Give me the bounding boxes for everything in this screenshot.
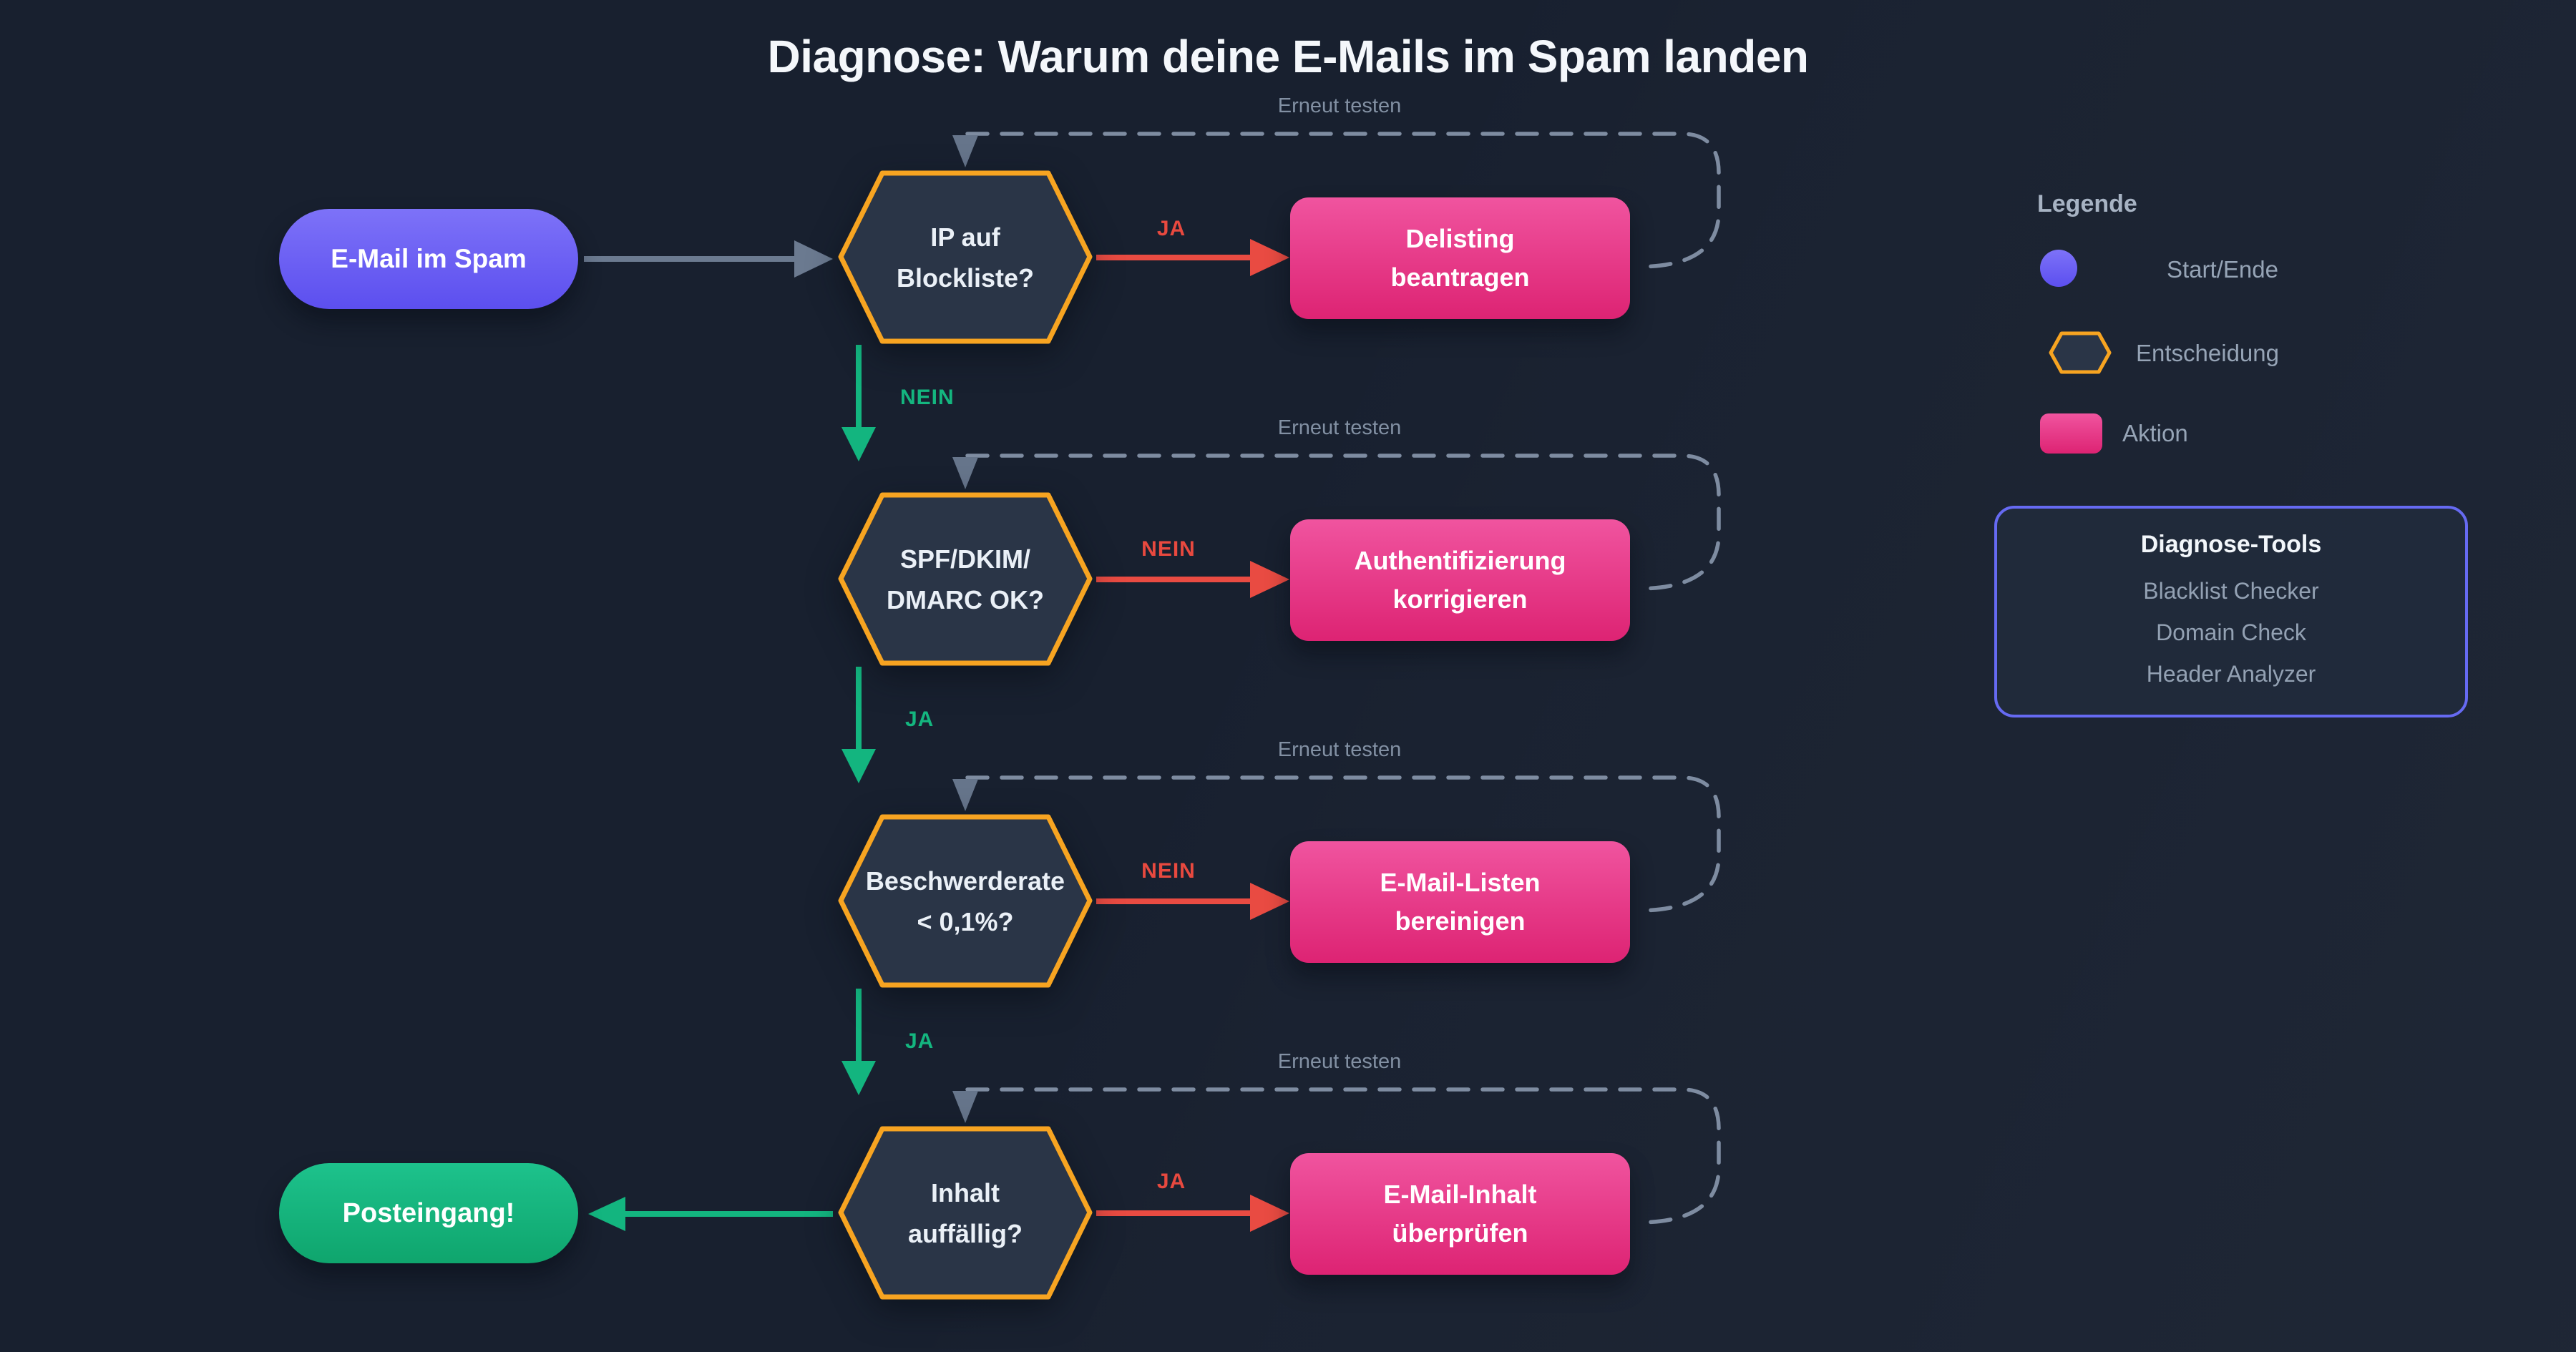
retry-label-3: Erneut testen [1277,738,1402,761]
tool-item-header-analyzer: Header Analyzer [2146,660,2316,687]
tools-panel: Diagnose-Tools Blacklist Checker Domain … [1994,506,2468,717]
hexagon-shape [838,170,1093,344]
action-node-3: E-Mail-Listen bereinigen [1290,841,1630,963]
decision-2-line1: SPF/DKIM/ [899,544,1030,574]
action-1-line2: beantragen [1390,263,1530,292]
decision2-right-arrow [1096,561,1289,598]
decision-3-line2: < 0,1%? [917,906,1014,936]
tool-item-domain-check: Domain Check [2156,619,2306,645]
decision-1-line1: IP auf [930,222,1000,252]
decision2-down-arrow [841,667,876,783]
decision-4-line1: Inhalt [931,1177,1000,1208]
decision-node-3: Beschwerderate < 0,1%? [838,813,1093,989]
start-node-label: E-Mail im Spam [331,244,527,273]
decision-2-line2: DMARC OK? [887,584,1044,614]
branch-label-d1-right: JA [1156,217,1186,240]
action-2-line1: Authentifizierung [1354,546,1566,575]
start-arrow [584,240,833,278]
retry-label-2: Erneut testen [1277,416,1402,439]
action-1-line1: Delisting [1405,224,1515,253]
decision4-right-arrow [1096,1195,1289,1232]
retry-label-1: Erneut testen [1277,94,1402,117]
action-3-line2: bereinigen [1395,906,1526,936]
hexagon-shape [838,814,1093,988]
legend-item-entscheidung: Entscheidung [2136,340,2279,366]
decision-node-4: Inhalt auffällig? [838,1125,1093,1300]
decision-4-line2: auffällig? [908,1218,1023,1248]
tool-item-blacklist-checker: Blacklist Checker [2143,577,2319,604]
decision4-left-arrow [588,1197,833,1231]
legend-action-swatch [2040,413,2102,454]
decision1-down-arrow [841,345,876,461]
branch-label-d2-down: JA [905,707,935,731]
action-4-line1: E-Mail-Inhalt [1383,1180,1537,1209]
hexagon-shape [838,492,1093,666]
legend-item-start-ende: Start/Ende [2167,256,2278,283]
retry-label-4: Erneut testen [1277,1050,1402,1073]
page-title: Diagnose: Warum deine E-Mails im Spam la… [767,31,1809,82]
action-node-2: Authentifizierung korrigieren [1290,519,1630,641]
end-node-label: Posteingang! [342,1197,515,1228]
decision3-down-arrow [841,989,876,1095]
action-2-line2: korrigieren [1392,584,1528,614]
decision-node-1: IP auf Blockliste? [838,170,1093,345]
branch-label-d3-right: NEIN [1141,859,1196,883]
legend-title: Legende [2037,190,2137,217]
decision-3-line1: Beschwerderate [865,866,1065,896]
branch-label-d1-down: NEIN [900,386,955,409]
decision-node-2: SPF/DKIM/ DMARC OK? [838,491,1093,667]
branch-label-d3-down: JA [905,1029,935,1053]
legend-item-aktion: Aktion [2122,420,2188,446]
action-4-line2: überprüfen [1392,1218,1528,1248]
decision3-right-arrow [1096,883,1289,920]
end-node: Posteingang! [279,1163,578,1263]
tools-title: Diagnose-Tools [2140,530,2322,558]
branch-label-d2-right: NEIN [1141,537,1196,561]
legend-start-end-swatch [2040,250,2077,287]
branch-label-d4-right: JA [1156,1170,1186,1193]
legend-decision-swatch [2049,331,2112,374]
decision-1-line2: Blockliste? [896,263,1035,293]
action-node-1: Delisting beantragen [1290,197,1630,319]
start-node: E-Mail im Spam [279,209,578,309]
decision1-right-arrow [1096,239,1289,276]
action-node-4: E-Mail-Inhalt überprüfen [1290,1153,1630,1275]
hexagon-shape [838,1126,1093,1300]
action-3-line1: E-Mail-Listen [1380,868,1541,897]
